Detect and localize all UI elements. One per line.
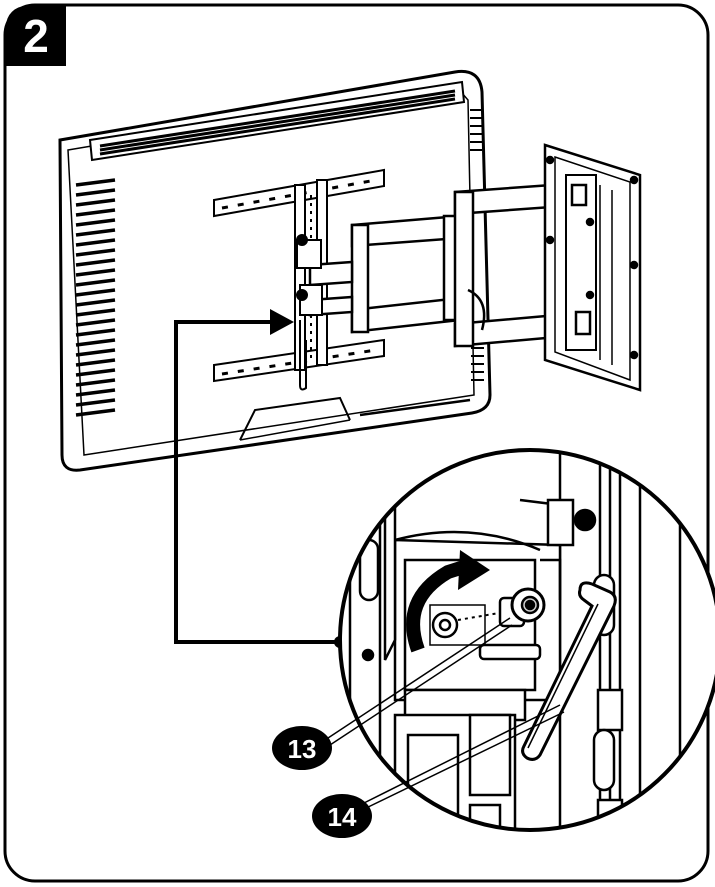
callout-14: 14 <box>312 794 372 838</box>
callout-14-label: 14 <box>328 802 357 832</box>
locking-hardware-small <box>296 234 323 391</box>
step-number: 2 <box>23 10 49 62</box>
wall-plate <box>543 143 642 392</box>
step-badge: 2 <box>6 6 66 66</box>
leader-lines <box>324 617 565 811</box>
left-vent-slots <box>75 178 116 417</box>
tv-back <box>58 69 492 472</box>
rotation-arrow-icon <box>406 550 490 653</box>
magnified-detail <box>338 448 715 832</box>
bolt-13 <box>498 587 546 628</box>
callout-13-label: 13 <box>288 734 317 764</box>
top-vent-slots <box>99 89 456 156</box>
callout-13: 13 <box>272 726 332 770</box>
